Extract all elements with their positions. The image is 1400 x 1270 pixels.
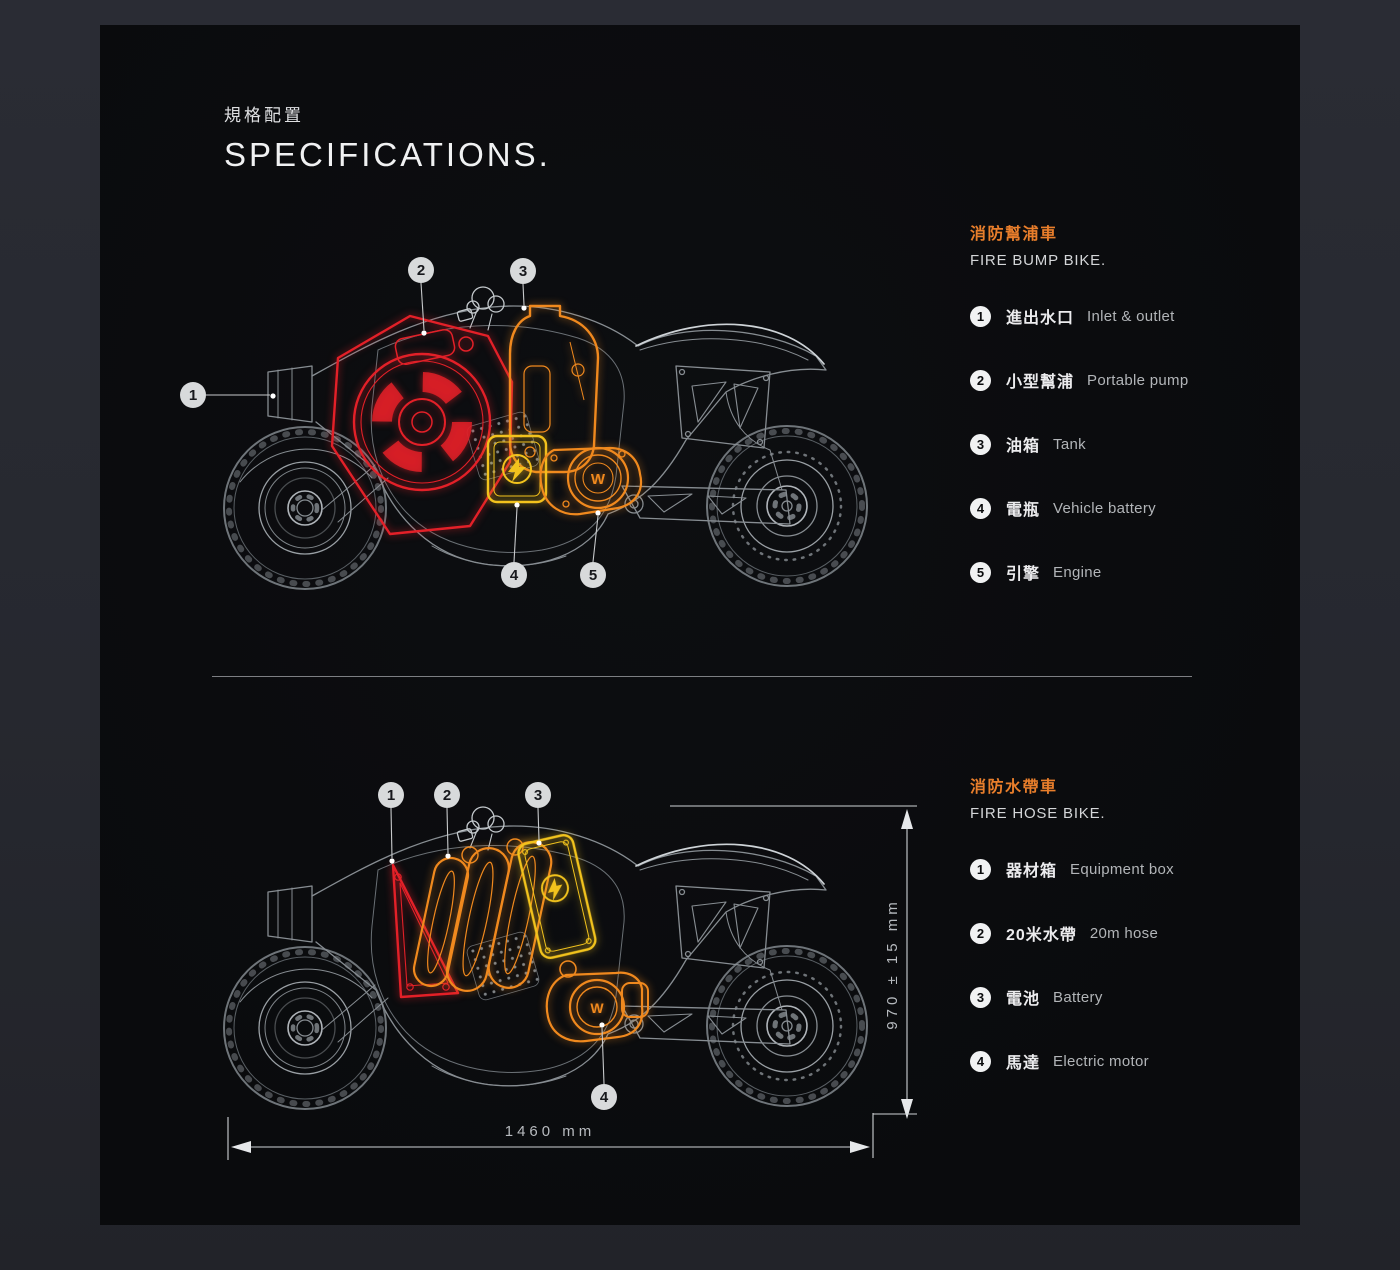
legend-label-en: Tank xyxy=(1053,435,1086,453)
legend-label-zh: 油箱 xyxy=(1006,438,1041,455)
svg-text:3: 3 xyxy=(534,787,542,804)
legend-fire-hose-bike: 消防水帶車 FIRE HOSE BIKE. 1 器材箱 Equipment bo… xyxy=(970,773,1300,1075)
legend-number-badge: 3 xyxy=(970,433,991,455)
page-title: SPECIFICATIONS. xyxy=(224,136,551,173)
legend-label-en: Electric motor xyxy=(1053,1052,1149,1070)
svg-text:2: 2 xyxy=(443,787,451,804)
legend-number-badge: 1 xyxy=(970,858,991,880)
legend-item: 3 電池 Battery xyxy=(970,983,1300,1011)
legend-item: 4 電瓶 Vehicle battery xyxy=(970,494,1300,522)
callout-3: 3 xyxy=(525,782,551,846)
dimension-width: 1460 mm xyxy=(227,1117,870,1160)
vehicle-battery-highlight xyxy=(486,434,548,504)
spec-panel: 規格配置 SPECIFICATIONS. xyxy=(100,25,1300,1225)
legend-number-badge: 2 xyxy=(970,922,991,944)
legend-label-zh: 電池 xyxy=(1006,991,1041,1008)
section-divider xyxy=(212,676,1192,677)
callout-4: 4 xyxy=(501,502,527,588)
lightning-bolt-icon xyxy=(547,878,563,902)
callout-2: 2 xyxy=(434,782,460,859)
legend-fire-bump-bike: 消防幫浦車 FIRE BUMP BIKE. 1 進出水口 Inlet & out… xyxy=(970,220,1300,586)
svg-text:1: 1 xyxy=(189,387,197,404)
legend-label-zh: 器材箱 xyxy=(1006,863,1058,880)
callout-4: 4 xyxy=(591,1022,617,1110)
svg-text:4: 4 xyxy=(510,567,519,584)
fire-hose-bike-drawing: W 1 2 3 xyxy=(170,782,917,1160)
legend-item: 2 20米水帶 20m hose xyxy=(970,919,1300,947)
svg-text:5: 5 xyxy=(589,567,597,584)
callout-2: 2 xyxy=(408,257,434,336)
legend-item: 1 進出水口 Inlet & outlet xyxy=(970,302,1300,330)
page-header: 規格配置 SPECIFICATIONS. xyxy=(224,101,551,174)
svg-text:1460 mm: 1460 mm xyxy=(505,1123,596,1140)
svg-text:1: 1 xyxy=(387,787,395,804)
portable-pump-highlight xyxy=(330,314,514,536)
legend-number-badge: 2 xyxy=(970,369,991,391)
legend-label-zh: 電瓶 xyxy=(1006,502,1041,519)
callout-1: 1 xyxy=(180,382,276,408)
legend-number-badge: 3 xyxy=(970,986,991,1008)
fire-bump-bike-drawing: W 1 2 3 xyxy=(180,257,890,610)
legend-label-zh: 馬達 xyxy=(1006,1055,1041,1072)
legend-item: 4 馬達 Electric motor xyxy=(970,1047,1300,1075)
legend-number-badge: 4 xyxy=(970,1050,991,1072)
legend-label-en: Vehicle battery xyxy=(1053,499,1156,517)
legend-item: 1 器材箱 Equipment box xyxy=(970,855,1300,883)
legend-label-en: Portable pump xyxy=(1087,371,1189,389)
legend-label-zh: 引擎 xyxy=(1006,566,1041,583)
dimension-height: 970 ± 15 mm xyxy=(670,805,917,1158)
section-heading-zh: 消防幫浦車 xyxy=(970,226,1058,243)
svg-text:3: 3 xyxy=(519,263,527,280)
legend-label-zh: 進出水口 xyxy=(1006,310,1075,327)
svg-text:970 ± 15 mm: 970 ± 15 mm xyxy=(884,898,901,1029)
callout-5: 5 xyxy=(580,510,606,588)
legend-label-zh: 小型幫浦 xyxy=(1006,374,1075,391)
legend-label-en: 20m hose xyxy=(1089,924,1159,942)
page-title-zh: 規格配置 xyxy=(224,106,304,125)
section-heading-en: FIRE BUMP BIKE. xyxy=(970,252,1106,269)
legend-label-en: Inlet & outlet xyxy=(1087,307,1175,325)
section-heading-zh: 消防水帶車 xyxy=(970,779,1058,796)
legend-number-badge: 1 xyxy=(970,305,991,327)
legend-item: 3 油箱 Tank xyxy=(970,430,1300,458)
legend-item: 5 引擎 Engine xyxy=(970,558,1300,586)
svg-text:4: 4 xyxy=(600,1089,609,1106)
legend-item: 2 小型幫浦 Portable pump xyxy=(970,366,1300,394)
lightning-bolt-icon xyxy=(508,458,526,482)
legend-label-en: Equipment box xyxy=(1070,860,1174,878)
legend-number-badge: 4 xyxy=(970,497,991,519)
electric-motor-highlight: W xyxy=(545,960,649,1043)
legend-label-en: Battery xyxy=(1053,988,1103,1006)
callout-1: 1 xyxy=(378,782,404,864)
legend-number-badge: 5 xyxy=(970,561,991,583)
engine-highlight: W xyxy=(539,446,643,516)
motor-w-emblem: W xyxy=(590,1000,604,1016)
svg-text:2: 2 xyxy=(417,262,425,279)
legend-label-en: Engine xyxy=(1053,563,1102,581)
battery-highlight xyxy=(517,834,597,960)
legend-label-zh: 20米水帶 xyxy=(1006,927,1077,944)
motor-w-emblem: W xyxy=(591,471,606,488)
section-heading-en: FIRE HOSE BIKE. xyxy=(970,805,1106,822)
callout-3: 3 xyxy=(510,258,536,311)
